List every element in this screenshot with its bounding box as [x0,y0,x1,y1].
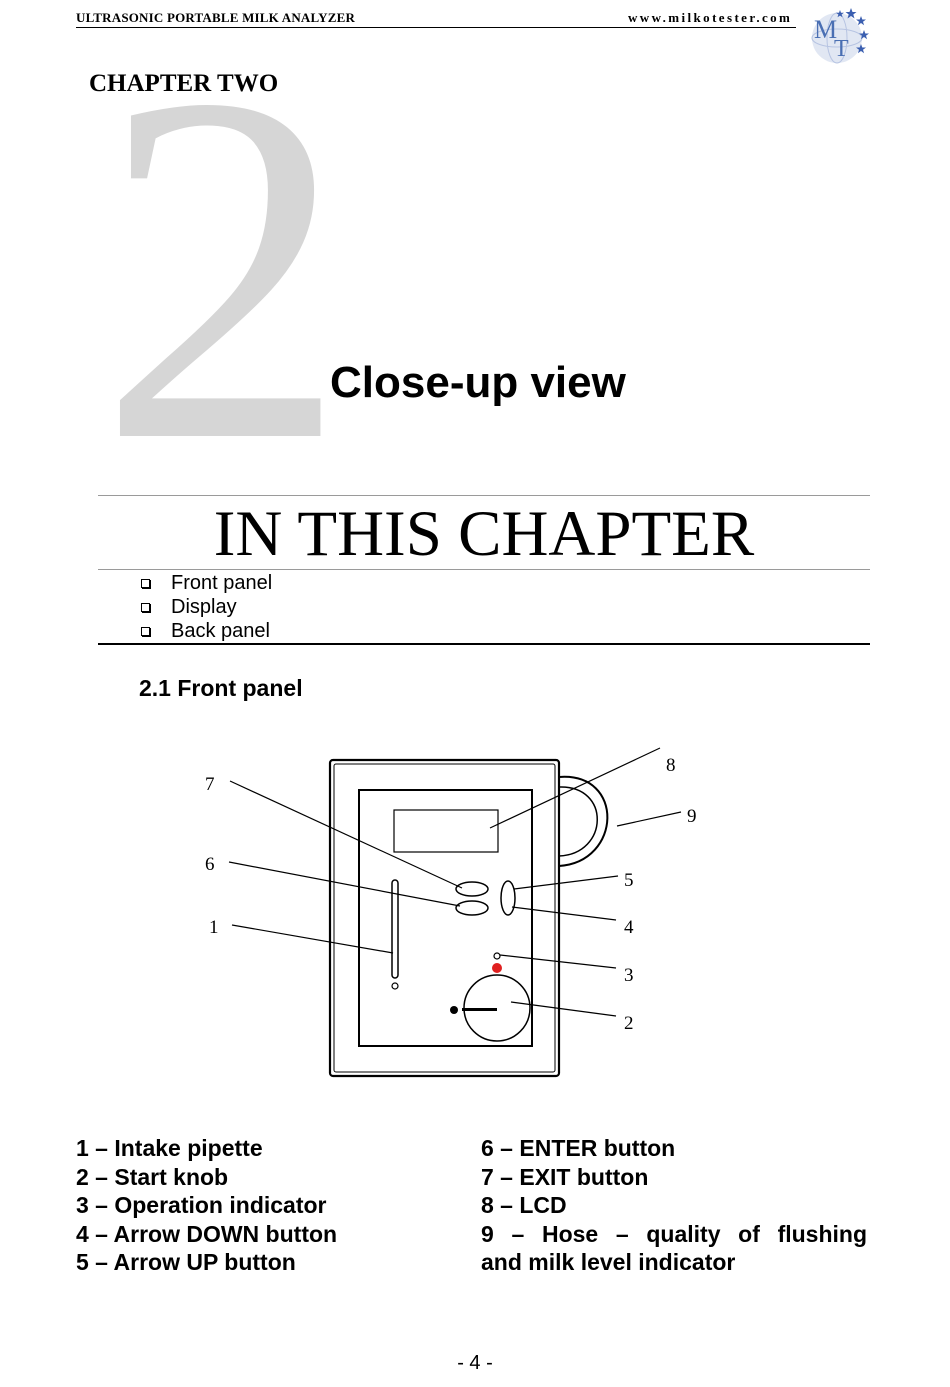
legend-item: 1 – Intake pipette [76,1135,263,1161]
logo-letter-t: T [834,36,849,62]
page-number: - 4 - [457,1352,493,1374]
in-this-chapter-heading: IN THIS CHAPTER [213,498,755,570]
legend-right-column: 6 – ENTER button 7 – EXIT button 8 – LCD… [481,1134,867,1277]
indicator-ring [493,952,501,960]
leader-line-1 [231,924,394,954]
logo-stars-icon [836,8,869,54]
leader-line-4 [511,906,617,921]
operation-indicator-light [492,963,502,973]
device-outer-edge [333,763,556,1073]
hose-loop-inner [558,786,598,857]
leader-line-9 [616,811,682,827]
callout-5: 5 [624,870,634,891]
contents-item: Front panel [140,571,272,595]
legend-item: 7 – EXIT button [481,1163,649,1190]
contents-item: Back panel [140,619,272,643]
front-panel-diagram: 7 6 1 8 9 5 4 3 2 [205,747,697,1078]
leader-line-2 [510,1001,617,1017]
logo-letter-m: M [814,15,837,44]
contents-item: Display [140,595,272,619]
device-outer-body [328,758,561,1078]
header-product-name: ULTRASONIC PORTABLE MILK ANALYZER [76,10,356,25]
legend-item: 8 – LCD [481,1192,567,1218]
callout-7: 7 [205,774,215,795]
callout-4: 4 [624,917,634,938]
leader-line-8 [489,747,661,829]
pipette-hole [391,982,399,990]
callout-3: 3 [624,965,634,986]
contents-item-label: Back panel [171,620,270,642]
checkbox-bullet-icon [141,626,150,636]
checkbox-bullet-icon [141,578,150,588]
knob-dot [450,1006,458,1014]
hose-loop [558,775,609,867]
chapter-number-watermark: 2 [98,0,348,545]
header-rule [76,27,796,28]
leader-line-7 [229,780,463,889]
legend-item: 5 – Arrow UP button [76,1249,296,1275]
milkotester-logo: M T [811,8,869,64]
leader-line-6 [228,861,461,907]
legend-left-column: 1 – Intake pipette 2 – Start knob 3 – Op… [76,1134,456,1277]
checkbox-bullet-icon [141,602,150,612]
front-panel [358,789,533,1047]
legend-item: 4 – Arrow DOWN button [76,1220,338,1247]
enter-button-shape [455,900,489,916]
start-knob-pointer [462,1008,497,1011]
intake-pipette [391,879,399,979]
chapter-contents-list: Front panel Display Back panel [140,571,272,643]
legend-item-line: and milk level indicator [481,1249,736,1275]
legend-item: 3 – Operation indicator [76,1192,327,1218]
callout-9: 9 [687,806,697,827]
header-website: www.milkotester.com [628,10,793,25]
callout-1: 1 [209,917,219,938]
chapter-title: Close-up view [330,358,626,407]
exit-button-shape [455,881,489,897]
leader-line-3 [499,954,617,969]
chapter-box-bottom-rule [98,643,870,645]
contents-item-label: Display [171,596,237,618]
chapter-label: CHAPTER TWO [89,70,279,97]
legend-item-line: 9 – Hose – quality of flushing [481,1220,867,1247]
contents-item-label: Front panel [171,572,273,594]
legend-item: 6 – ENTER button [481,1135,676,1161]
section-title: 2.1 Front panel [139,675,303,701]
callout-6: 6 [205,854,215,875]
chapter-box-middle-rule [98,569,870,570]
lcd-screen [393,809,499,853]
chapter-box-top-rule [98,495,870,496]
leader-line-5 [513,875,619,890]
callout-2: 2 [624,1013,634,1034]
arrow-buttons-shape [500,880,516,916]
legend-item: 2 – Start knob [76,1163,229,1190]
callout-8: 8 [666,755,676,776]
